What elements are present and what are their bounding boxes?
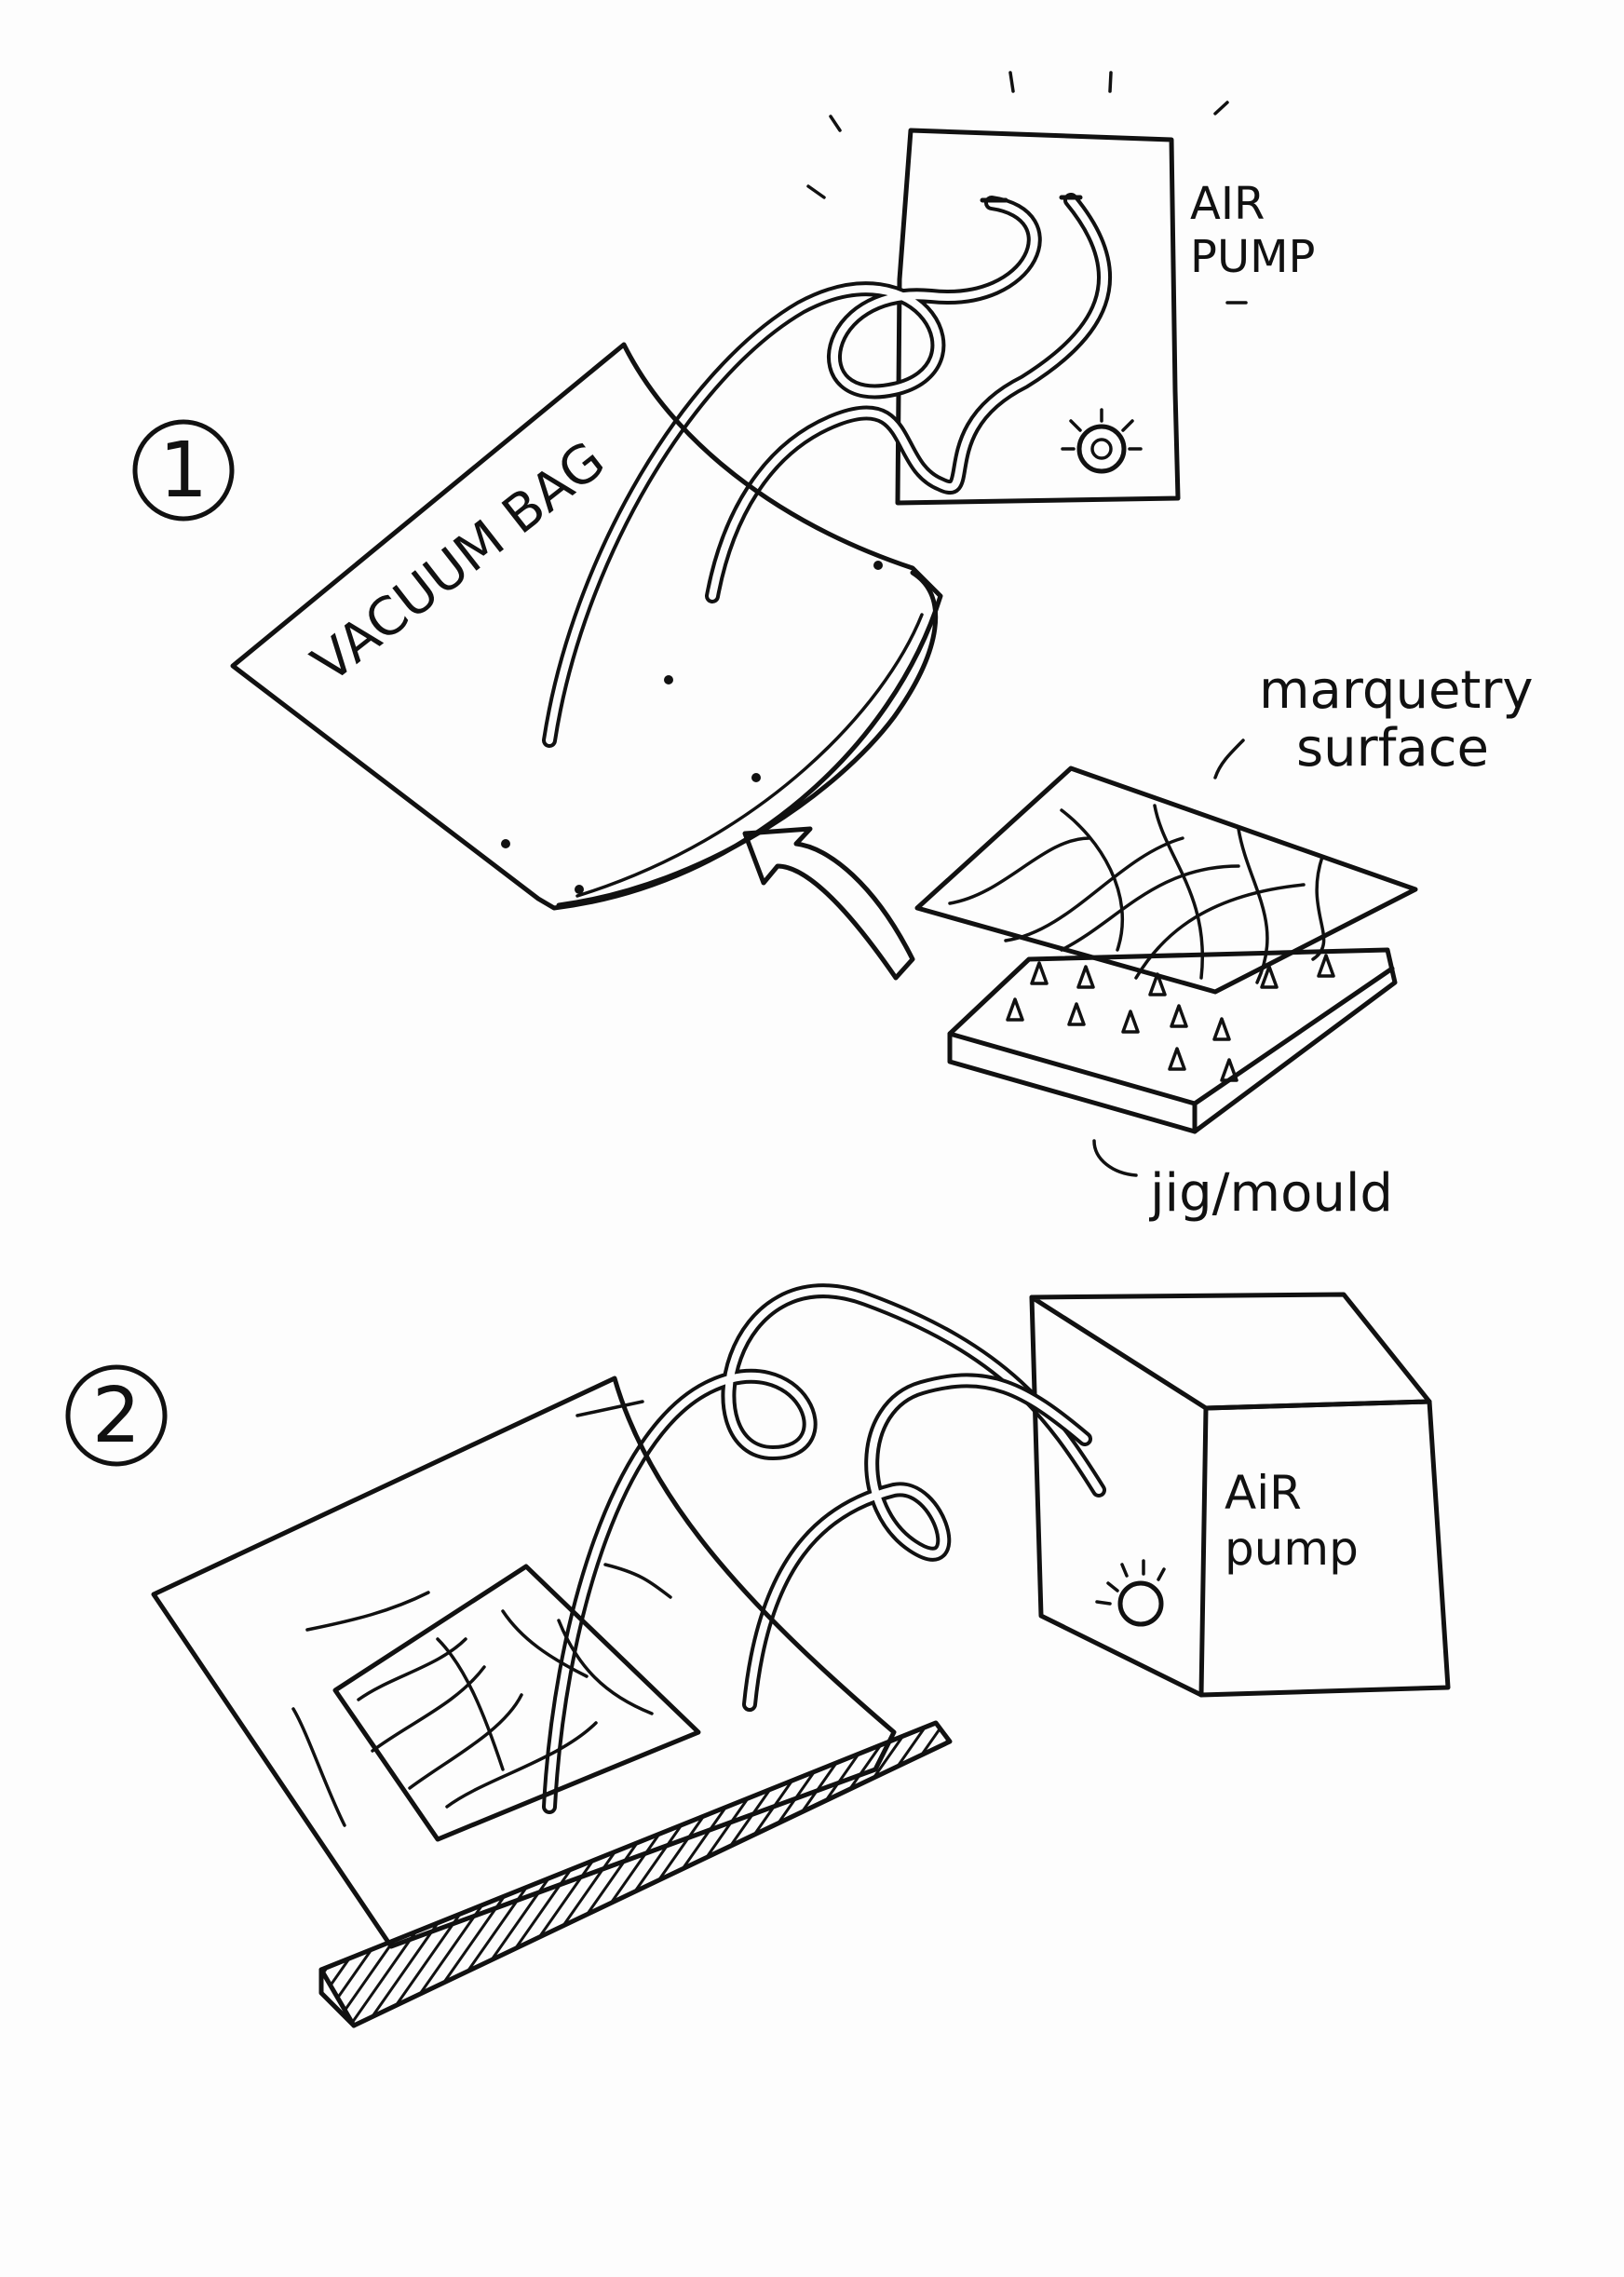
marquetry-label-a: marquetry (1259, 660, 1534, 721)
step-2-number: 2 (92, 1372, 141, 1460)
step-1-badge: 1 (132, 419, 235, 522)
step-1-number: 1 (159, 427, 208, 515)
air-tubes-1 (542, 193, 1113, 748)
dial-icon (1117, 1580, 1164, 1627)
air-pump-2: AiR pump (1029, 1292, 1451, 1698)
air-tubes-2 (542, 1283, 1106, 1814)
step-1-group: 1 AIR PUMP (132, 71, 1534, 1224)
vacuum-bag-2 (151, 1376, 953, 2028)
air-pump-label-2a: AiR (1225, 1466, 1302, 1520)
jig-mould: jig/mould (947, 947, 1398, 1224)
curved-arrow-icon (742, 826, 915, 981)
dial-icon (1076, 424, 1127, 474)
air-pump-1: AIR PUMP (806, 71, 1315, 506)
vacuum-bag-1: VACUUM BAG (230, 342, 943, 911)
marquetry-label-b: surface (1296, 718, 1489, 779)
step-2-group: 2 AiR pump (65, 1283, 1451, 2028)
jig-mould-label: jig/mould (1148, 1163, 1393, 1224)
air-pump-label-2b: pump (1225, 1522, 1359, 1576)
air-pump-label-1a: AIR (1190, 178, 1265, 230)
step-2-badge: 2 (65, 1364, 168, 1467)
air-pump-label-1b: PUMP (1190, 231, 1315, 283)
marquetry-surface: marquetry surface (914, 660, 1534, 995)
